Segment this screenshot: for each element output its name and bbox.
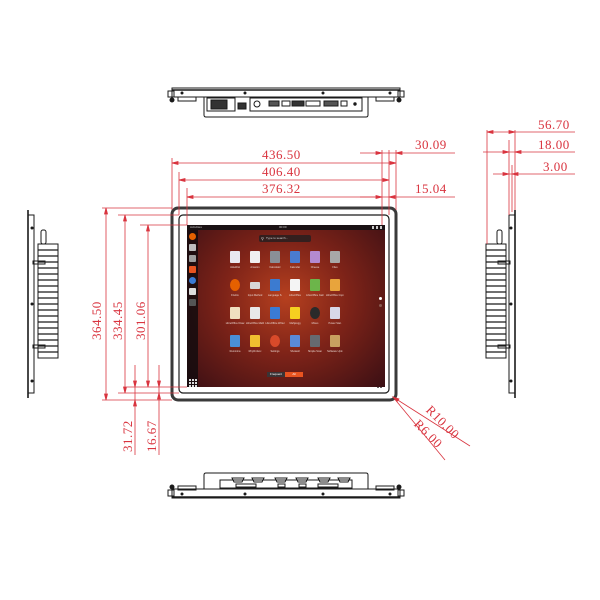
dim-height-overall: 364.50 [89,301,104,340]
app-icon[interactable]: Shotwell [285,335,305,359]
app-icon[interactable]: Rhythmbox [245,335,265,359]
dimension-lines [102,129,575,461]
dim-depth-body: 18.00 [538,137,570,152]
top-view [167,87,405,118]
dim-depth-overall: 56.70 [538,117,570,132]
app-icon[interactable]: Firefox [225,279,245,303]
tab-frequent[interactable]: Frequent [267,372,285,377]
app-icon[interactable]: Mahjongg [285,307,305,331]
dock-rhythmbox-icon[interactable] [189,255,196,262]
dim-height-active-area: 301.06 [133,301,148,340]
clock: 00:00 [279,225,287,229]
dim-height-bezel-offset: 16.67 [144,420,159,452]
search-input[interactable]: ⚲ Type to search... [259,235,311,242]
app-icon[interactable]: LibreOffice Draw [225,307,245,331]
app-icon[interactable]: Cheese [305,251,325,275]
dim-width-bezel-inner: 406.40 [262,164,301,179]
app-icon[interactable]: Amazon [245,251,265,275]
dock-files-icon[interactable] [189,244,196,251]
launcher-dock [187,230,198,387]
bottom-view [167,472,405,499]
app-icon[interactable]: Calculator [265,251,285,275]
app-icon[interactable]: LibreOffice Math [245,307,265,331]
app-icon[interactable]: LibreOffice [285,279,305,303]
dim-width-bezel-offset: 15.04 [415,181,447,196]
dock-amazon-icon[interactable] [189,288,196,295]
dim-width-active-area: 376.32 [262,181,301,196]
dock-help-icon[interactable] [189,277,196,284]
app-icon[interactable]: Simple Scan [305,335,325,359]
page-indicator-active[interactable] [379,297,382,300]
app-icon[interactable]: LibreOffice Calc [305,279,325,303]
app-icon[interactable]: Input Method [245,279,265,303]
page-indicator[interactable] [379,304,382,307]
activities-label[interactable]: Activities [190,225,202,229]
dim-width-overall: 436.50 [262,147,301,162]
app-icon[interactable]: AisleRiot [225,251,245,275]
right-side-view [485,210,516,398]
dim-height-bezel-inner: 334.45 [110,301,125,340]
app-icon[interactable]: Mines [305,307,325,331]
app-icon[interactable]: LibreOffice Writer [265,307,285,331]
dock-software-icon[interactable] [189,266,196,273]
app-icon[interactable]: Remmina [225,335,245,359]
app-icon[interactable]: Settings [265,335,285,359]
show-applications-icon[interactable] [189,379,197,387]
app-icon[interactable]: Language S. [265,279,285,303]
dock-firefox-icon[interactable] [189,233,196,240]
app-icon[interactable]: Power Stat. [325,307,345,331]
app-icon[interactable]: LibreOffice Impr. [325,279,345,303]
display-screen: Activities 00:00 ⚲ Type to search... Ais… [187,225,385,387]
left-side-view [27,210,59,398]
app-icon[interactable]: Software Upd. [325,335,345,359]
app-icon[interactable]: Calendar [285,251,305,275]
tab-all[interactable]: All [285,372,303,377]
dim-depth-bezel: 3.00 [543,159,568,174]
top-bar: Activities 00:00 [187,225,385,230]
dim-height-edge-offset: 31.72 [120,420,135,452]
dock-terminal-icon[interactable] [189,299,196,306]
search-icon: ⚲ [261,236,264,241]
dim-width-edge-offset: 30.09 [415,137,447,152]
system-tray-icons[interactable] [372,226,382,229]
app-icon[interactable]: Files [325,251,345,275]
search-placeholder: Type to search... [266,236,289,240]
